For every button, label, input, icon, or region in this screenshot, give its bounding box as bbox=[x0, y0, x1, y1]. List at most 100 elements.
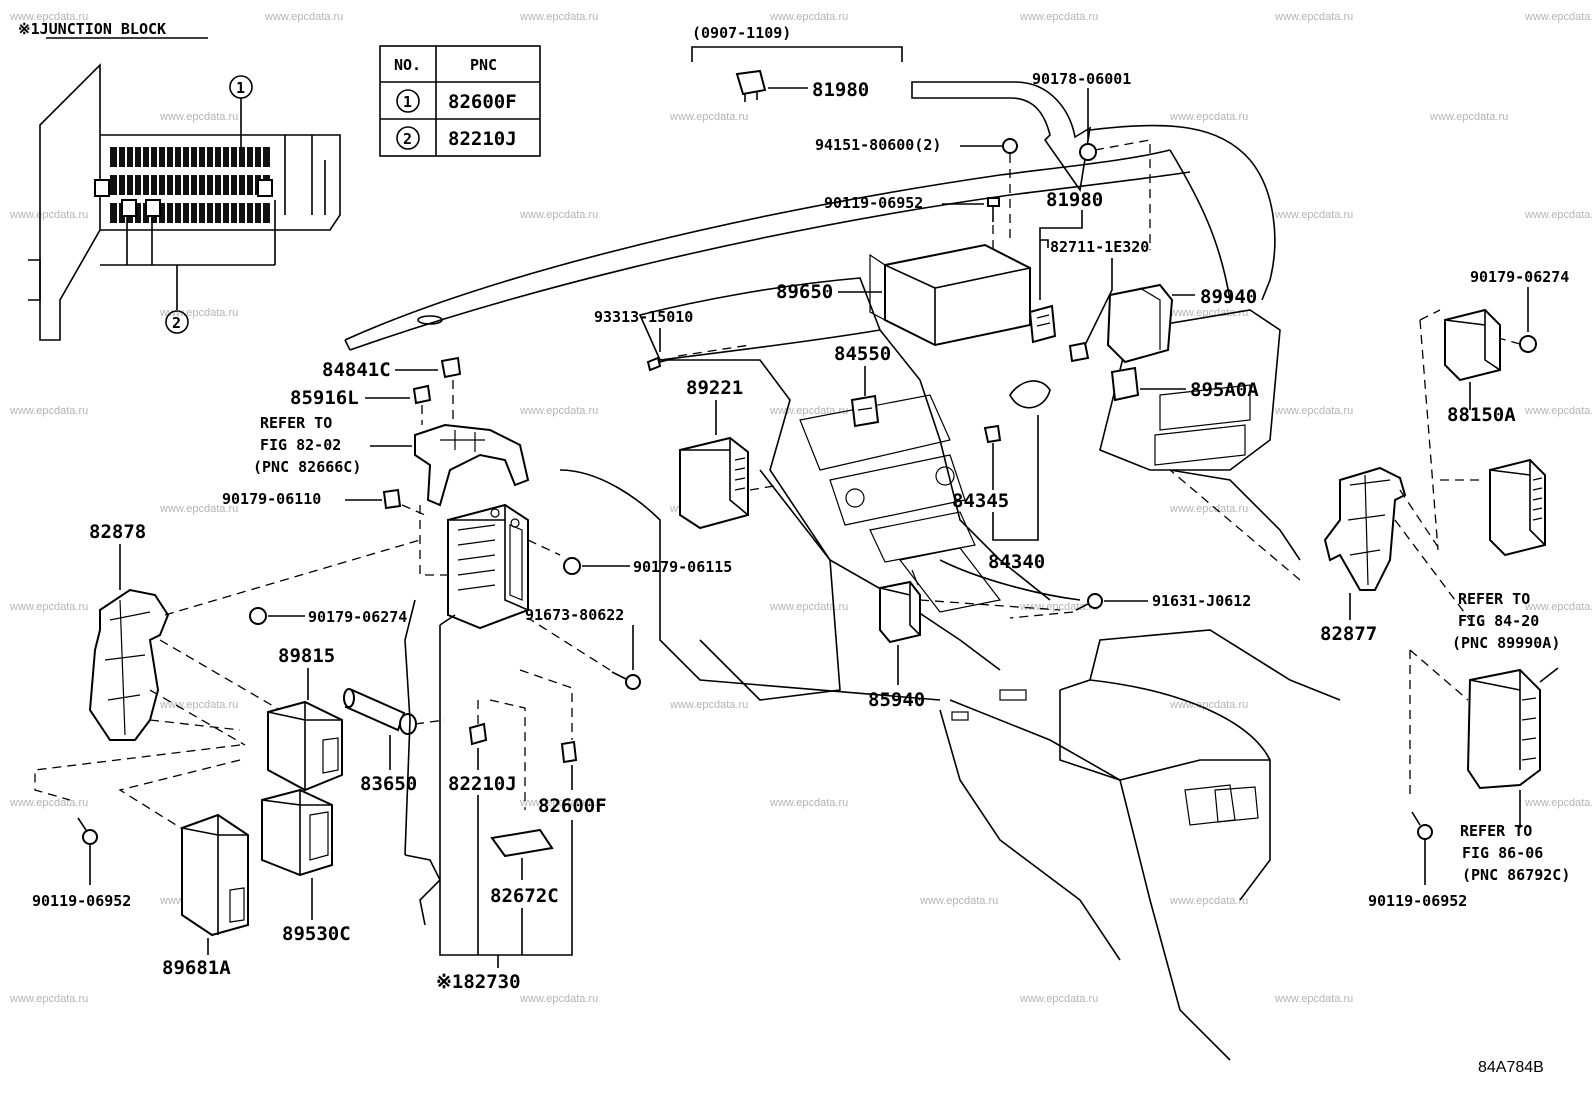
part-90179-06274-left-label: 90179-06274 bbox=[308, 608, 407, 626]
console-button bbox=[951, 711, 969, 721]
module-89681a-icon bbox=[181, 813, 249, 937]
ref-86-line1: REFER TO bbox=[1460, 822, 1532, 840]
watermark: www.epcdata.ru bbox=[9, 209, 88, 221]
bolt-91673-icon bbox=[611, 671, 641, 690]
watermark: www.epcdata.ru bbox=[769, 601, 848, 613]
dash-90178 bbox=[1094, 139, 1151, 250]
ref-82-line1: REFER TO bbox=[260, 414, 332, 432]
knob bbox=[935, 466, 955, 486]
bracket-82877-icon bbox=[1323, 466, 1407, 591]
relay-82210j-icon bbox=[468, 722, 488, 746]
part-90179-06115-label: 90179-06115 bbox=[633, 558, 732, 576]
callout-2-number: 2 bbox=[172, 314, 181, 332]
watermark: www.epcdata.ru bbox=[9, 405, 88, 417]
watermark: www.epcdata.ru bbox=[1169, 895, 1248, 907]
part-895a0a-label: 895A0A bbox=[1190, 379, 1259, 401]
watermark: www.epcdata.ru bbox=[519, 209, 598, 221]
sensor-83650-icon bbox=[343, 688, 417, 735]
part-89221-label: 89221 bbox=[686, 377, 743, 399]
fuse-gaps bbox=[117, 147, 263, 223]
leader-82730-top bbox=[439, 614, 456, 626]
part-82730-label: ※182730 bbox=[436, 971, 521, 993]
rear-vent-2 bbox=[1214, 786, 1259, 823]
nut-90179-06115-icon bbox=[563, 557, 581, 575]
dash-right-pillar bbox=[1169, 149, 1231, 301]
dash-82600f bbox=[519, 669, 573, 740]
relay-socket bbox=[121, 199, 137, 217]
ref-84-line1: REFER TO bbox=[1458, 590, 1530, 608]
clip-82711-icon bbox=[1068, 341, 1090, 363]
console-button bbox=[999, 689, 1027, 701]
junction-side-edge bbox=[404, 599, 416, 856]
switch-84550-icon bbox=[850, 394, 880, 428]
center-stack-right bbox=[879, 329, 1051, 601]
date-range-label: (0907-1109) bbox=[692, 24, 791, 42]
console-side bbox=[949, 699, 1231, 1061]
watermark: www.epcdata.ru bbox=[9, 601, 88, 613]
part-89815-label: 89815 bbox=[278, 645, 335, 667]
dash-88150a bbox=[1419, 309, 1441, 551]
watermark: www.epcdata.ru bbox=[519, 405, 598, 417]
watermark: www.epcdata.ru bbox=[159, 307, 238, 319]
part-81980-right-label: 81980 bbox=[1046, 189, 1103, 211]
ref-86-line3: (PNC 86792C) bbox=[1462, 866, 1570, 884]
part-93313-label: 93313-15010 bbox=[594, 308, 693, 326]
legend-row-1-circle bbox=[396, 89, 420, 113]
part-94151-label: 94151-80600(2) bbox=[815, 136, 941, 154]
dash-89221 bbox=[749, 484, 781, 491]
floor-edge bbox=[1089, 629, 1341, 701]
shifter-area bbox=[898, 547, 1002, 613]
legend-row-2-pnc: 82210J bbox=[448, 128, 517, 150]
dash-93313 bbox=[677, 344, 751, 357]
ref-86-line2: FIG 86-06 bbox=[1462, 844, 1543, 862]
bolt-90119-left-icon bbox=[77, 817, 98, 845]
legend-table-frame bbox=[379, 45, 541, 157]
knob bbox=[845, 488, 865, 508]
part-90179-06274-top-label: 90179-06274 bbox=[1470, 268, 1569, 286]
dashboard-drawing bbox=[344, 124, 1341, 1061]
watermark: www.epcdata.ru bbox=[669, 111, 748, 123]
connector-82711-icon bbox=[1028, 304, 1057, 344]
diagram-code: 84A784B bbox=[1478, 1059, 1544, 1076]
switch-panel bbox=[869, 511, 976, 563]
watermark: www.epcdata.ru bbox=[1169, 307, 1248, 319]
watermark: www.epcdata.ru bbox=[9, 993, 88, 1005]
module-89650-icon bbox=[869, 243, 1031, 347]
relay-85940-icon bbox=[879, 569, 921, 644]
wire-harness bbox=[404, 854, 441, 926]
bracket-82878-icon bbox=[88, 588, 170, 741]
ref-82-line2: FIG 82-02 bbox=[260, 436, 341, 454]
watermark: www.epcdata.ru bbox=[1274, 11, 1353, 23]
nut-90179-06274-top-icon bbox=[1519, 335, 1537, 353]
watermark: www.epcdata.ru bbox=[1019, 601, 1098, 613]
part-82877-label: 82877 bbox=[1320, 623, 1377, 645]
legend-row-1-pnc: 82600F bbox=[448, 91, 517, 113]
legend-header-no: NO. bbox=[394, 56, 421, 74]
watermark: www.epcdata.ru bbox=[919, 895, 998, 907]
right-switch-bank-2 bbox=[1154, 424, 1246, 466]
part-82672c-label: 82672C bbox=[490, 885, 559, 907]
part-82600f-label: 82600F bbox=[538, 795, 607, 817]
clip-94151-icon bbox=[1002, 138, 1018, 154]
watermark: www.epcdata.ru bbox=[1524, 601, 1592, 613]
climate-panel bbox=[829, 454, 966, 526]
dash-91673 bbox=[527, 617, 611, 671]
callout-2-circle bbox=[165, 310, 189, 334]
leader-82711-b bbox=[1084, 258, 1113, 346]
part-90178-label: 90178-06001 bbox=[1032, 70, 1131, 88]
date-range-bracket bbox=[691, 46, 903, 62]
relay-body bbox=[735, 69, 767, 96]
air-vent bbox=[1009, 380, 1051, 409]
watermark: www.epcdata.ru bbox=[519, 11, 598, 23]
part-85940-label: 85940 bbox=[868, 689, 925, 711]
part-89530c-label: 89530C bbox=[282, 923, 351, 945]
ref-84-line2: FIG 84-20 bbox=[1458, 612, 1539, 630]
watermark: www.epcdata.ru bbox=[1274, 405, 1353, 417]
console-inner bbox=[939, 709, 1121, 961]
connector-84345-icon bbox=[983, 424, 1002, 444]
junction-block-title: ※1JUNCTION BLOCK bbox=[18, 20, 166, 38]
watermark: www.epcdata.ru bbox=[1524, 797, 1592, 809]
part-85916l-label: 85916L bbox=[290, 387, 359, 409]
watermark: www.epcdata.ru bbox=[1019, 11, 1098, 23]
